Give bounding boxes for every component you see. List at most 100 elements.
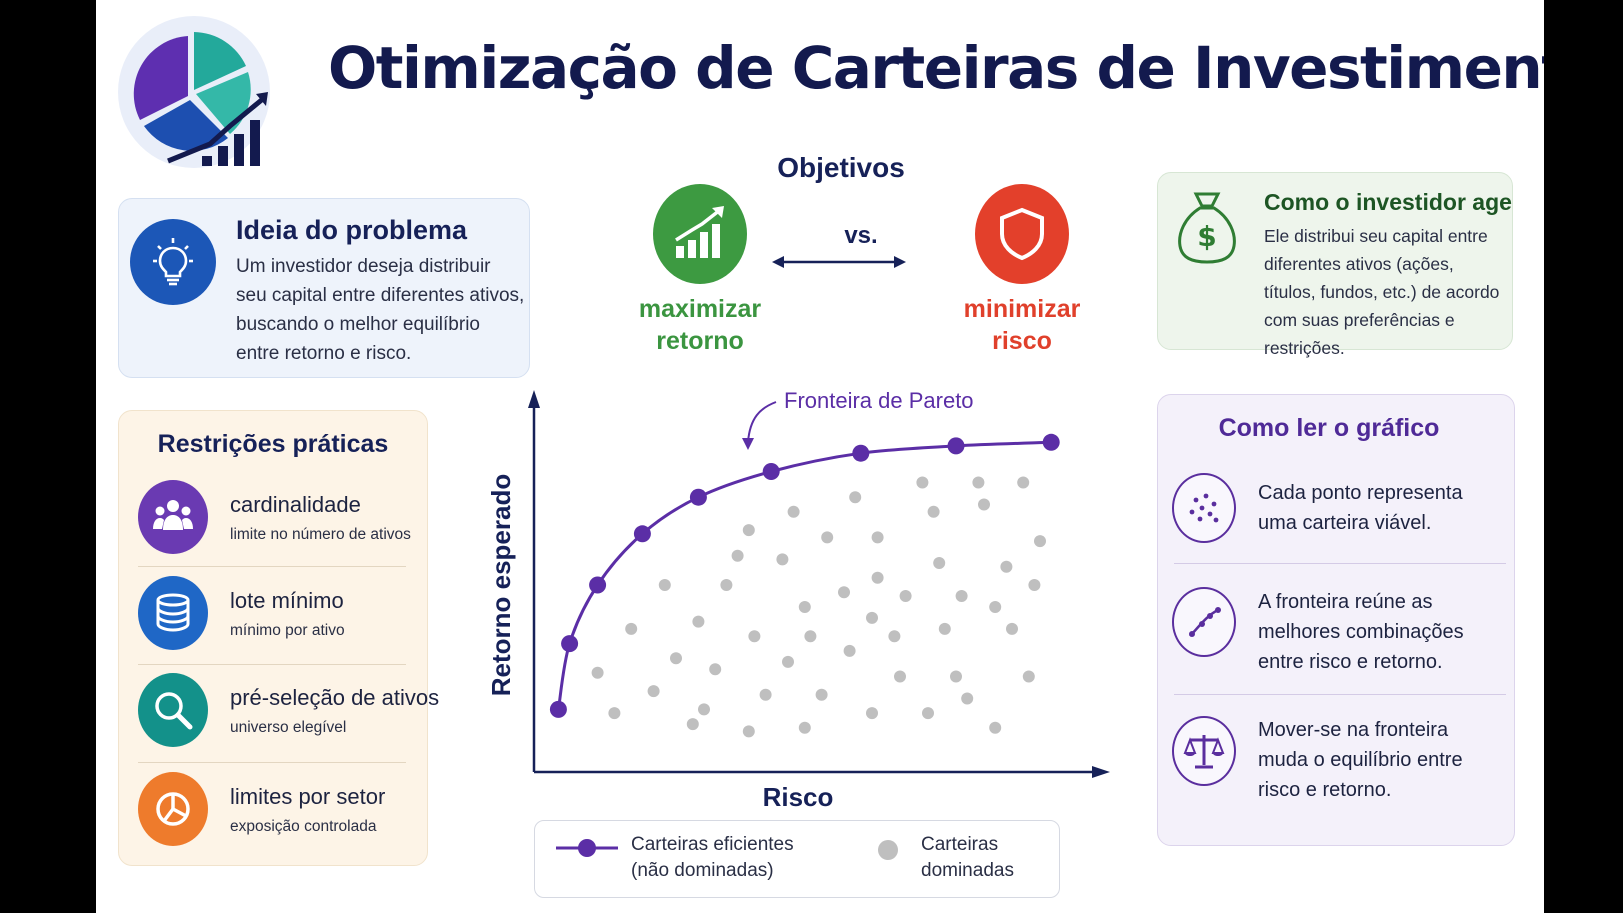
dominated-point xyxy=(782,655,794,668)
dominated-point xyxy=(888,630,901,643)
efficient-points xyxy=(549,433,1060,718)
y-axis-label: Retorno esperado xyxy=(486,474,516,697)
dominated-point xyxy=(748,630,761,643)
restriction-sub: universo elegível xyxy=(230,719,347,736)
efficient-point xyxy=(852,444,870,462)
dominated-point xyxy=(894,670,906,683)
restriction-name: lote mínimo xyxy=(230,588,344,613)
restriction-item-cardinality: cardinalidade limite no número de ativos xyxy=(138,480,416,570)
reading-text: Mover-se na fronteira muda o equilíbrio … xyxy=(1258,719,1463,801)
dominated-point xyxy=(731,549,744,562)
dominated-point xyxy=(698,703,710,716)
dominated-point xyxy=(871,571,884,584)
restriction-sub: mínimo por ativo xyxy=(230,622,345,639)
coin-stack-icon xyxy=(156,593,190,632)
restriction-item-sector-limits: limites por setor exposição controlada xyxy=(138,772,416,862)
dominated-point xyxy=(625,622,638,635)
efficient-point xyxy=(589,576,607,594)
dominated-point xyxy=(787,505,800,518)
dominated-point xyxy=(709,663,722,676)
legend-dominated-swatch xyxy=(878,840,898,860)
dominated-point xyxy=(815,688,828,701)
dominated-point xyxy=(1022,670,1035,683)
restriction-item-min-lot: lote mínimo mínimo por ativo xyxy=(138,576,416,666)
dominated-point xyxy=(916,476,929,489)
reading-icon-circle xyxy=(1172,587,1236,657)
x-axis-arrow xyxy=(1092,766,1110,778)
dominated-point xyxy=(759,688,772,701)
magnifier-icon xyxy=(155,692,193,730)
lightbulb-icon xyxy=(153,238,193,286)
dominated-point xyxy=(927,505,940,518)
reading-icon-circle xyxy=(1172,716,1236,786)
dominated-point xyxy=(922,707,934,720)
dominated-point xyxy=(776,553,789,566)
dominated-point xyxy=(1034,535,1046,548)
efficient-point xyxy=(561,635,579,653)
shield-icon xyxy=(1000,207,1044,261)
dominated-point xyxy=(647,685,660,698)
maximize-return-icon-circle xyxy=(653,184,747,284)
annotation-arrowhead xyxy=(742,438,754,450)
reading-text: Cada ponto representa uma carteira viáve… xyxy=(1258,482,1463,534)
objectives-title: Objetivos xyxy=(777,152,905,183)
dominated-point xyxy=(978,498,990,511)
efficient-point xyxy=(762,463,780,480)
dominated-point xyxy=(838,586,850,599)
restriction-name: limites por setor xyxy=(230,784,386,809)
logo xyxy=(118,16,270,168)
dominated-point xyxy=(849,491,862,504)
y-axis-arrow xyxy=(528,390,540,408)
pie-chart-icon xyxy=(156,792,190,826)
divider xyxy=(138,664,406,665)
people-icon xyxy=(153,500,193,530)
divider xyxy=(1174,694,1506,695)
reading-icon-circle xyxy=(1172,473,1236,543)
dominated-point xyxy=(692,615,705,628)
money-bag-icon: $ xyxy=(1178,192,1236,264)
dominated-point xyxy=(866,707,878,720)
dominated-point xyxy=(608,707,621,720)
dominated-point xyxy=(798,721,811,734)
divider xyxy=(138,762,406,763)
restriction-icon-circle xyxy=(138,673,208,747)
restriction-name: pré-seleção de ativos xyxy=(230,685,440,710)
maximize-return-label: maximizar retorno xyxy=(638,295,762,355)
restrictions-title: Restrições práticas xyxy=(157,430,389,458)
dominated-point xyxy=(871,531,884,544)
minimize-risk-icon-circle xyxy=(975,184,1069,284)
dominated-point xyxy=(742,524,755,537)
pie-growth-logo-icon xyxy=(133,32,268,166)
balance-scale-icon xyxy=(1183,735,1225,769)
restriction-icon-circle xyxy=(138,576,208,650)
efficient-point xyxy=(633,525,651,543)
restriction-icon-circle xyxy=(138,480,208,554)
dominated-point xyxy=(955,590,968,602)
investor-card xyxy=(1157,172,1513,350)
pareto-frontier-chart: Fronteira de Pareto Risco Retorno espera… xyxy=(486,390,1110,810)
page-title: Otimização de Carteiras de Investimentos xyxy=(328,34,1544,102)
double-arrow-icon xyxy=(772,256,906,268)
reading-title: Como ler o gráfico xyxy=(1218,414,1440,442)
curve-icon xyxy=(1189,607,1221,637)
investor-title: Como o investidor age xyxy=(1264,189,1512,215)
dominated-point xyxy=(972,476,985,489)
dominated-point xyxy=(1017,476,1030,489)
chart-legend xyxy=(534,820,1060,898)
dominated-point xyxy=(658,579,671,591)
dominated-point xyxy=(989,601,1002,613)
dominated-point xyxy=(989,721,1002,734)
dominated-point xyxy=(938,622,951,635)
svg-text:$: $ xyxy=(1197,220,1216,253)
dominated-point xyxy=(1006,622,1018,635)
vs-label: vs. xyxy=(844,222,878,249)
idea-text: Um investidor deseja distribuir seu capi… xyxy=(236,256,525,364)
dominated-point xyxy=(866,611,878,624)
dominated-point xyxy=(804,630,817,643)
dominated-points xyxy=(591,476,1046,738)
legend-efficient-label: Carteiras eficientes (não dominadas) xyxy=(631,834,794,881)
frontier-annotation: Fronteira de Pareto xyxy=(784,390,974,413)
dominated-point xyxy=(742,725,755,738)
divider xyxy=(138,566,406,567)
legend-dominated-label: Carteiras dominadas xyxy=(921,834,1014,881)
